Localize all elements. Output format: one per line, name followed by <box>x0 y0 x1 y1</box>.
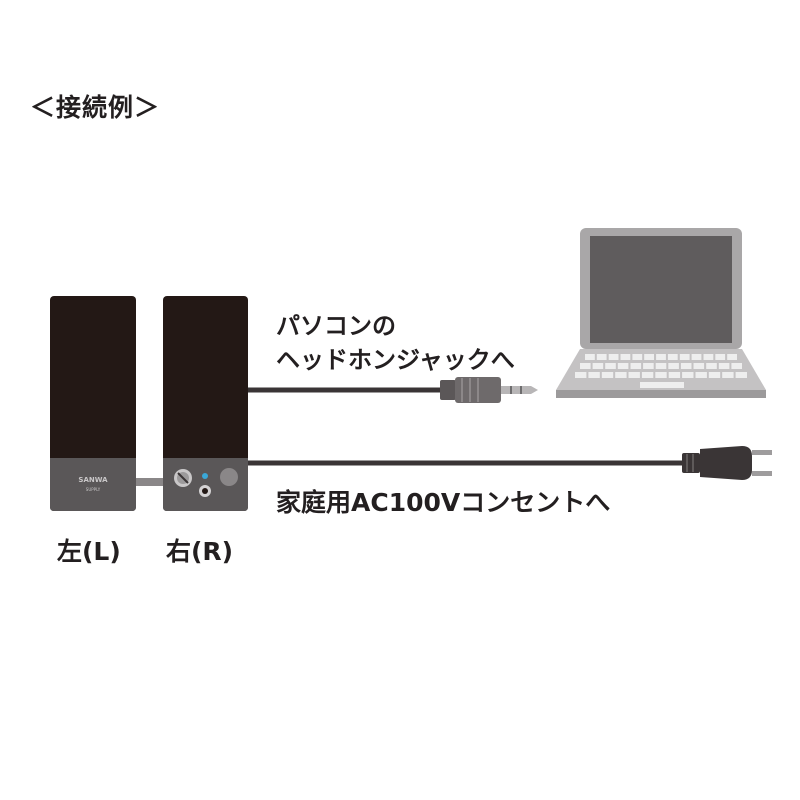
power-button <box>220 468 238 486</box>
laptop-key <box>715 354 726 360</box>
laptop-key <box>731 363 742 369</box>
power-plug-icon <box>682 446 772 480</box>
laptop-key <box>718 363 730 369</box>
laptop-key <box>693 363 705 369</box>
laptop-key <box>680 363 692 369</box>
audio-plug-strain <box>440 380 456 400</box>
power-plug-prong-top <box>752 450 772 455</box>
laptop-keyboard <box>575 354 747 388</box>
laptop-key <box>632 354 643 360</box>
laptop-key <box>630 363 642 369</box>
laptop-key <box>617 363 629 369</box>
brand-logo: SANWA <box>78 476 108 484</box>
power-led-icon <box>202 473 208 479</box>
laptop-touchpad <box>640 382 684 388</box>
laptop-key <box>706 363 717 369</box>
laptop-base <box>556 349 766 390</box>
laptop-base-edge <box>556 390 766 398</box>
power-plug-prong-bottom <box>752 471 772 476</box>
laptop-key <box>580 363 591 369</box>
headphone-jack-icon <box>199 485 211 497</box>
laptop-key <box>668 363 679 369</box>
pc-jack-label-line1: パソコンの <box>276 312 396 340</box>
laptop-key <box>727 354 737 360</box>
laptop-key <box>722 372 734 378</box>
laptop-key <box>641 372 654 378</box>
laptop-key <box>735 372 747 378</box>
laptop-key <box>667 354 678 360</box>
laptop-key <box>620 354 631 360</box>
laptop-icon <box>556 228 766 398</box>
pc-jack-label-line2: ヘッドホンジャックへ <box>276 346 515 374</box>
speaker-right-base <box>163 458 248 511</box>
audio-plug-pin <box>501 386 531 394</box>
laptop-key <box>655 372 667 378</box>
laptop-key <box>691 354 702 360</box>
speaker-left-body <box>50 296 136 511</box>
audio-plug-icon <box>440 377 538 403</box>
power-plug-body <box>700 446 752 480</box>
speaker-right-icon <box>163 296 248 511</box>
laptop-key <box>608 354 619 360</box>
laptop-key <box>588 372 600 378</box>
outlet-label: 家庭用AC100Vコンセントへ <box>276 488 611 517</box>
laptop-key <box>656 354 666 360</box>
speaker-right-label: 右(R) <box>166 537 234 566</box>
power-plug-strain <box>682 453 700 473</box>
laptop-key <box>643 363 654 369</box>
laptop-key <box>708 372 721 378</box>
laptop-key <box>615 372 627 378</box>
speaker-left-label: 左(L) <box>57 537 121 566</box>
volume-knob-icon <box>174 469 192 487</box>
laptop-key <box>655 363 667 369</box>
laptop-key <box>628 372 640 378</box>
laptop-key <box>695 372 707 378</box>
laptop-key <box>592 363 604 369</box>
laptop-key <box>703 354 714 360</box>
laptop-key <box>601 372 614 378</box>
laptop-key <box>585 354 595 360</box>
laptop-key <box>596 354 607 360</box>
laptop-key <box>644 354 654 360</box>
laptop-screen <box>590 236 732 343</box>
laptop-key <box>682 372 694 378</box>
laptop-key <box>668 372 681 378</box>
speaker-left-icon: SANWA SUPPLY <box>50 296 136 511</box>
brand-logo-sub: SUPPLY <box>86 487 101 492</box>
page-title: ＜接続例＞ <box>30 93 161 122</box>
laptop-key <box>679 354 690 360</box>
speaker-right-body <box>163 296 248 511</box>
speaker-left-base <box>50 458 136 511</box>
laptop-key <box>575 372 587 378</box>
speaker-link-cable <box>134 478 166 486</box>
laptop-key <box>605 363 616 369</box>
